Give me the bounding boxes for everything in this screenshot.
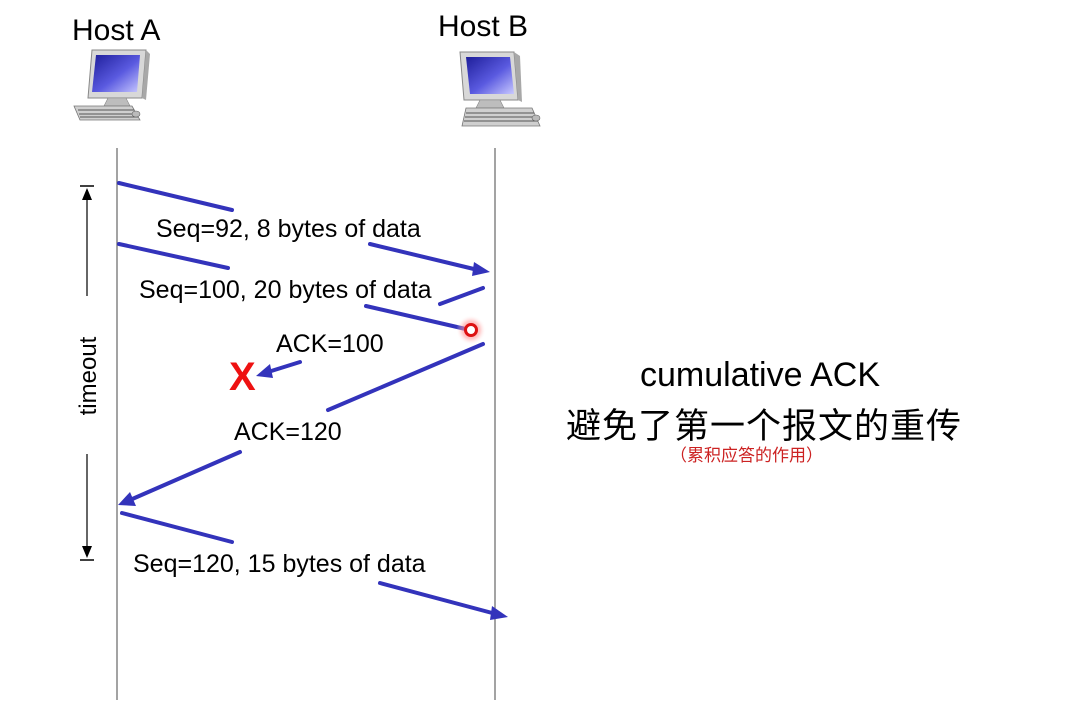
timeout-timer <box>80 185 94 561</box>
segment-label-seq92: Seq=92, 8 bytes of data <box>156 215 421 243</box>
host-a-label: Host A <box>72 14 161 47</box>
segment-label-seq120: Seq=120, 15 bytes of data <box>133 550 426 578</box>
ack-label-120: ACK=120 <box>234 418 342 446</box>
ack-label-100: ACK=100 <box>276 330 384 358</box>
cumulative-ack-title: cumulative ACK <box>640 356 880 394</box>
cumulative-ack-subnote: （累积应答的作用） <box>670 446 823 466</box>
timeout-label: timeout <box>75 336 102 416</box>
desktop-computer-icon <box>73 49 150 121</box>
segment-label-seq100: Seq=100, 20 bytes of data <box>139 276 432 304</box>
host-b-label: Host B <box>438 10 529 43</box>
cumulative-ack-explanation: 避免了第一个报文的重传 <box>566 407 963 447</box>
segment-arrow <box>120 511 508 620</box>
packet-lost-marker: X <box>229 355 256 399</box>
ack-arrow <box>118 342 485 506</box>
segment-arrow <box>117 181 490 276</box>
ack-arrow <box>256 286 485 378</box>
desktop-computer-icon <box>459 51 541 127</box>
pointer-highlight-icon <box>456 315 486 345</box>
segment-arrow <box>117 242 472 332</box>
